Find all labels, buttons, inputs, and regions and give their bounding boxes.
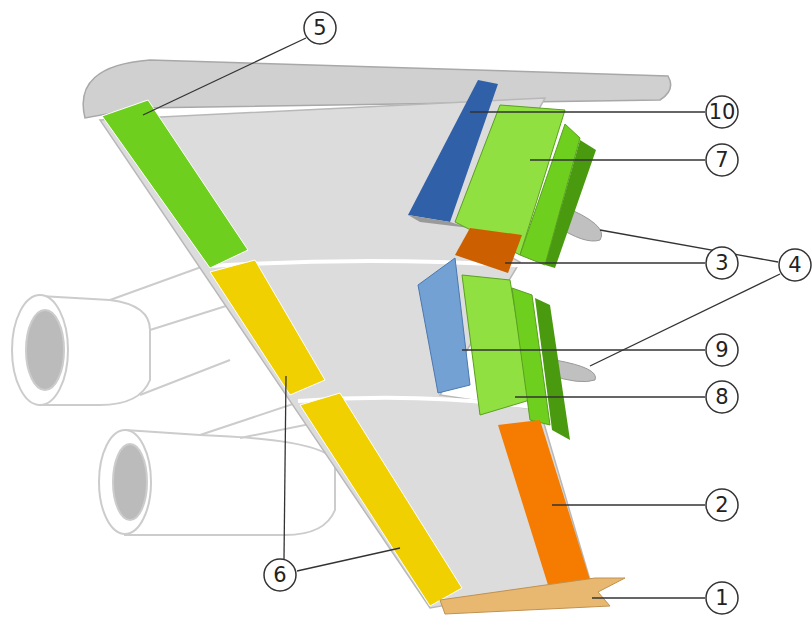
callout-number: 7: [707, 145, 737, 175]
engine: [99, 400, 335, 535]
flap: [545, 140, 596, 268]
callout-number: 5: [305, 13, 335, 43]
callout-number: 1: [707, 583, 737, 613]
wing-surface: [100, 98, 590, 608]
callout-circles: [264, 12, 811, 614]
callout-number: 9: [707, 335, 737, 365]
slat: [300, 393, 462, 606]
callout-number: 6: [265, 560, 295, 590]
callout-number: 10: [707, 97, 737, 127]
callout-number: 2: [707, 490, 737, 520]
slat: [210, 260, 325, 395]
flap: [535, 298, 570, 440]
aileron-inboard: [455, 228, 522, 273]
wingtip: [440, 578, 625, 614]
callout-number: 8: [707, 382, 737, 412]
callout-number: 3: [707, 248, 737, 278]
callout-number: 4: [780, 250, 810, 280]
leader-lines: [143, 38, 780, 598]
aileron: [498, 420, 590, 585]
slat: [102, 100, 248, 268]
